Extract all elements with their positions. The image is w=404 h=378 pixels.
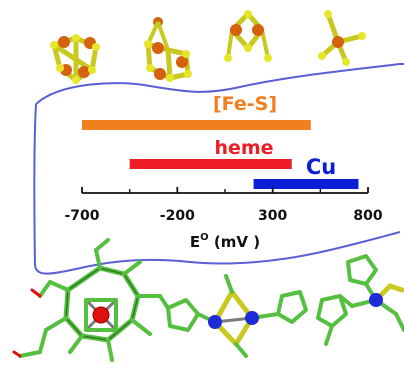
- range-label-0: [Fe-S]: [213, 93, 277, 115]
- cua-center-structure: [158, 274, 308, 358]
- fes4-site-structure: [318, 10, 366, 66]
- fe2s2-cluster-structure: [224, 10, 272, 62]
- x-tick-label-2: 300: [258, 208, 287, 224]
- range-bar-1: [129, 159, 292, 169]
- range-bar-2: [253, 179, 359, 189]
- x-axis-title: EO (mV ): [190, 232, 260, 251]
- x-tick-label-1: -200: [160, 208, 195, 224]
- range-label-2: Cu: [306, 155, 336, 179]
- x-axis-title-unit: (mV ): [209, 233, 260, 251]
- fe4s4-cluster-structure: [50, 34, 100, 84]
- range-bar-0: [82, 120, 311, 130]
- x-axis-title-superscript: O: [200, 232, 209, 243]
- heme-structure: [12, 238, 160, 362]
- range-label-1: heme: [214, 137, 273, 159]
- x-tick-label-3: 800: [353, 208, 382, 224]
- fe3s4-cluster-structure: [144, 17, 192, 82]
- x-axis-title-main: E: [190, 233, 200, 251]
- x-tick-label-0: -700: [64, 208, 99, 224]
- type1-cu-site-structure: [316, 254, 404, 346]
- potential-window-outline: [33, 63, 404, 275]
